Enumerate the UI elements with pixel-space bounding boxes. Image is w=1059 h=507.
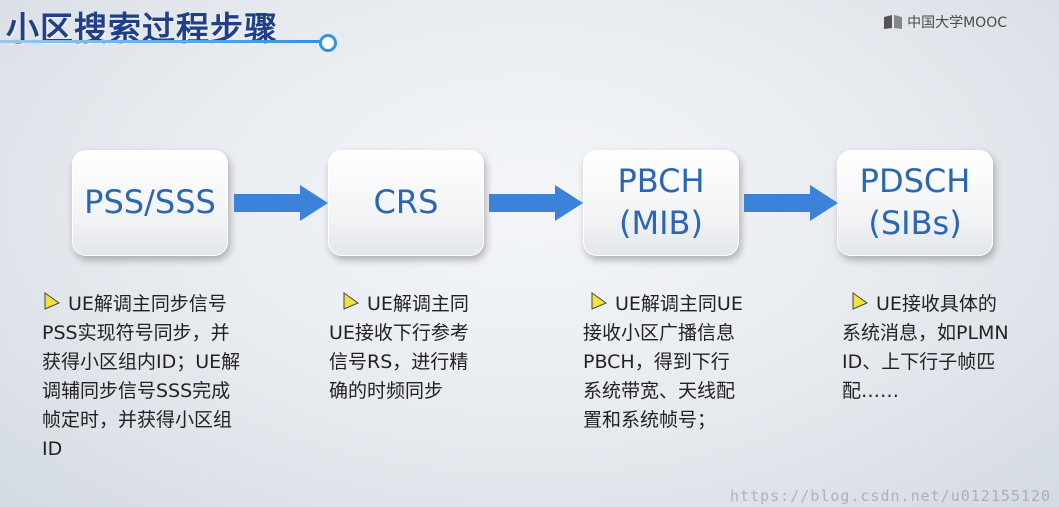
description-line: UE接收下行参考	[329, 322, 469, 344]
description-line: 获得小区组内ID；UE解	[42, 351, 241, 373]
step-box-label: PBCH	[617, 162, 705, 201]
flow-arrow-icon	[744, 185, 838, 221]
cursor-bullet-icon	[343, 292, 360, 310]
description-line: ID、上下行子帧匹	[842, 351, 996, 373]
description-line: 接收小区广播信息	[583, 322, 736, 344]
title-underline	[0, 40, 322, 43]
watermark-url: https://blog.csdn.net/u012155120	[730, 487, 1051, 505]
cursor-bullet-icon	[852, 292, 869, 310]
description-line: 确的时频同步	[329, 380, 444, 402]
description-line: 系统带宽、天线配	[583, 380, 736, 402]
step-description-pbch: UE解调主同UE 接收小区广播信息 PBCH，得到下行 系统带宽、天线配 置和系…	[583, 290, 783, 435]
step-box-pss-sss: PSS/SSS	[72, 150, 228, 256]
step-box-label: PSS/SSS	[84, 183, 216, 222]
step-description-pdsch: UE接收具体的 系统消息，如PLMN ID、上下行子帧匹 配……	[842, 290, 1052, 406]
description-line: 信号RS，进行精	[329, 351, 469, 373]
logo-text: 中国大学MOOC	[907, 15, 1007, 31]
flow-arrow-icon	[234, 185, 328, 221]
description-line: 系统消息，如PLMN	[842, 322, 1009, 344]
description-line: UE接收具体的	[876, 293, 997, 315]
description-line: UE解调主同UE	[615, 293, 743, 315]
step-box-sublabel: (SIBs)	[868, 204, 962, 242]
description-line: 置和系统帧号；	[583, 409, 717, 431]
cursor-bullet-icon	[591, 292, 608, 310]
title-dot-icon	[319, 34, 337, 52]
description-line: UE解调主同	[367, 293, 469, 315]
description-line: 帧定时，并获得小区组	[42, 409, 233, 431]
step-description-pss-sss: UE解调主同步信号 PSS实现符号同步，并 获得小区组内ID；UE解 调辅同步信…	[42, 290, 282, 464]
step-description-crs: UE解调主同 UE接收下行参考 信号RS，进行精 确的时频同步	[329, 290, 529, 406]
mooc-logo: 中国大学MOOC	[883, 12, 1007, 32]
description-line: 调辅同步信号SSS完成	[42, 380, 231, 402]
step-box-crs: CRS	[328, 150, 484, 256]
flow-arrow-icon	[489, 185, 583, 221]
description-line: UE解调主同步信号	[68, 293, 227, 315]
description-line: PBCH，得到下行	[583, 351, 730, 373]
description-line: ID	[42, 438, 63, 460]
description-line: PSS实现符号同步，并	[42, 322, 230, 344]
step-box-pdsch: PDSCH (SIBs)	[837, 150, 993, 256]
book-icon	[884, 15, 903, 29]
step-box-label: CRS	[373, 183, 439, 222]
step-box-label: PDSCH	[859, 162, 971, 201]
step-box-sublabel: (MIB)	[619, 204, 703, 242]
cursor-bullet-icon	[44, 292, 61, 310]
step-box-pbch: PBCH (MIB)	[583, 150, 739, 256]
description-line: 配……	[842, 380, 900, 402]
